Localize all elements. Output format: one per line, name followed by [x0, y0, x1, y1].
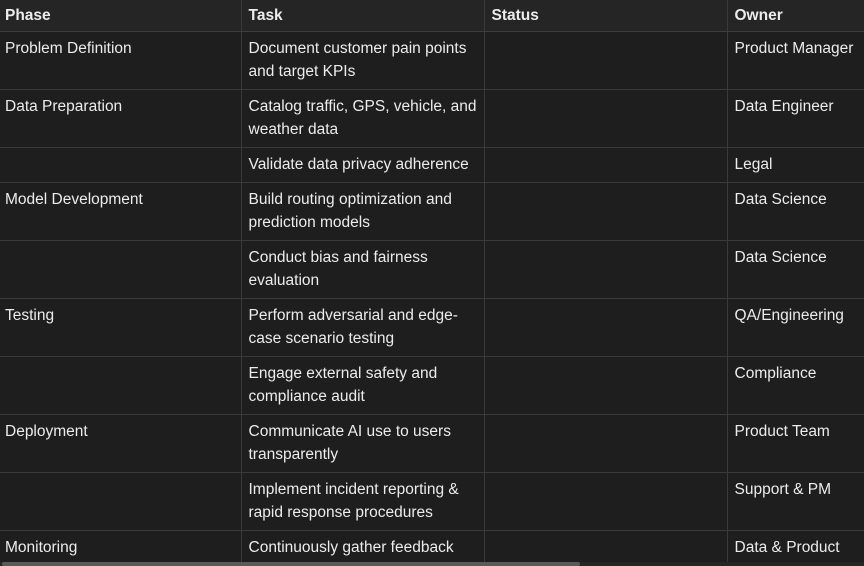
task-cell: Document customer pain points and target…	[241, 31, 485, 90]
task-cell: Build routing optimization and predictio…	[241, 182, 485, 241]
column-header-owner: Owner	[727, 0, 864, 32]
phase-cell	[0, 472, 242, 531]
status-cell	[484, 356, 728, 415]
task-cell: Engage external safety and compliance au…	[241, 356, 485, 415]
phase-cell: Deployment	[0, 414, 242, 473]
status-cell	[484, 472, 728, 531]
phase-cell: Data Preparation	[0, 89, 242, 148]
status-cell	[484, 240, 728, 299]
owner-cell: Legal	[727, 147, 864, 183]
table-body: Problem Definition Document customer pai…	[0, 31, 864, 566]
task-cell: Communicate AI use to users transparentl…	[241, 414, 485, 473]
status-cell	[484, 182, 728, 241]
table-row: Implement incident reporting & rapid res…	[0, 472, 864, 531]
owner-cell: QA/Engineering	[727, 298, 864, 357]
table-row: Testing Perform adversarial and edge-cas…	[0, 298, 864, 357]
table-row: Engage external safety and compliance au…	[0, 356, 864, 415]
task-cell: Perform adversarial and edge-case scenar…	[241, 298, 485, 357]
owner-cell: Data Engineer	[727, 89, 864, 148]
task-cell: Conduct bias and fairness evaluation	[241, 240, 485, 299]
owner-cell: Compliance	[727, 356, 864, 415]
table-row: Model Development Build routing optimiza…	[0, 182, 864, 241]
status-cell	[484, 530, 728, 566]
status-cell	[484, 89, 728, 148]
table-row: Deployment Communicate AI use to users t…	[0, 414, 864, 473]
table-header: Phase Task Status Owner	[0, 0, 864, 32]
column-header-task: Task	[241, 0, 485, 32]
table-row: Problem Definition Document customer pai…	[0, 31, 864, 90]
owner-cell: Data Science	[727, 240, 864, 299]
column-header-phase: Phase	[0, 0, 242, 32]
table-row: Monitoring Continuously gather feedback …	[0, 530, 864, 566]
phase-cell: Model Development	[0, 182, 242, 241]
status-cell	[484, 298, 728, 357]
horizontal-scrollbar-thumb[interactable]	[2, 562, 580, 566]
owner-cell: Product Team	[727, 414, 864, 473]
status-cell	[484, 414, 728, 473]
table-row: Data Preparation Catalog traffic, GPS, v…	[0, 89, 864, 148]
column-header-status: Status	[484, 0, 728, 32]
status-cell	[484, 147, 728, 183]
task-cell: Catalog traffic, GPS, vehicle, and weath…	[241, 89, 485, 148]
owner-cell: Support & PM	[727, 472, 864, 531]
task-cell: Implement incident reporting & rapid res…	[241, 472, 485, 531]
task-cell: Validate data privacy adherence	[241, 147, 485, 183]
owner-cell: Data & Product	[727, 530, 864, 566]
header-row: Phase Task Status Owner	[0, 0, 864, 32]
horizontal-scrollbar[interactable]	[0, 562, 864, 566]
table-row: Conduct bias and fairness evaluation Dat…	[0, 240, 864, 299]
phase-cell	[0, 356, 242, 415]
owner-cell: Product Manager	[727, 31, 864, 90]
phase-cell: Monitoring	[0, 530, 242, 566]
phase-cell: Problem Definition	[0, 31, 242, 90]
phase-cell	[0, 147, 242, 183]
table-row: Validate data privacy adherence Legal	[0, 147, 864, 183]
phase-cell	[0, 240, 242, 299]
status-cell	[484, 31, 728, 90]
owner-cell: Data Science	[727, 182, 864, 241]
task-cell: Continuously gather feedback and update …	[241, 530, 485, 566]
phase-cell: Testing	[0, 298, 242, 357]
